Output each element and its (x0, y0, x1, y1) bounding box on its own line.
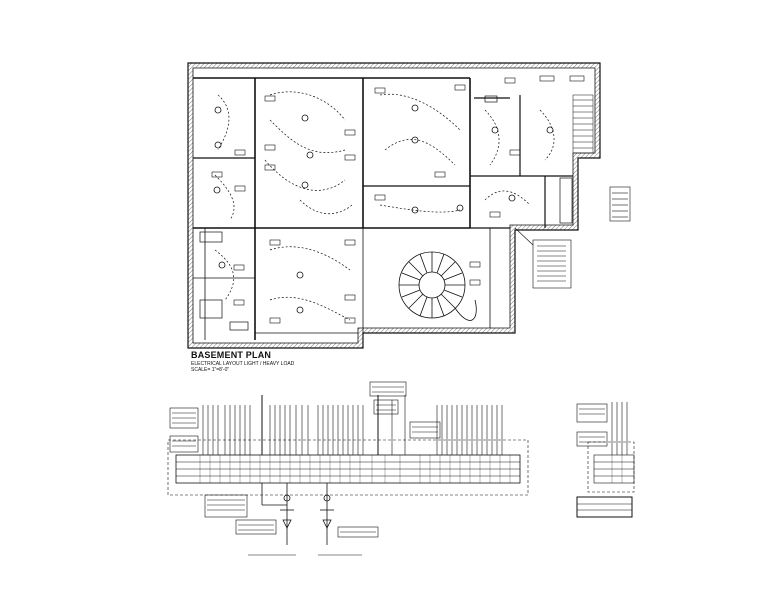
plan-title: BASEMENT PLAN (191, 350, 272, 360)
panel-icon (199, 95, 573, 331)
feeder-note-top (369, 381, 441, 439)
side-stair (572, 94, 594, 154)
light-fixture-icon (213, 104, 554, 314)
outgoing-circuits (202, 395, 503, 455)
feeder-labels-bottom (204, 494, 379, 556)
stair-spiral-icon (398, 251, 477, 321)
plan-subtitle: ELECTRICAL LAYOUT LIGHT / HEAVY LOAD (191, 361, 295, 367)
circuit-tags (211, 75, 585, 324)
feeder-note-left (169, 407, 199, 453)
inner-wall-face (192, 67, 596, 344)
distribution-board-diagram (167, 381, 635, 556)
plan-scale: SCALE= 1"=8'-0" (191, 367, 230, 373)
plan-title-block: BASEMENT PLAN ELECTRICAL LAYOUT LIGHT / … (191, 350, 294, 373)
floor-plan (187, 62, 631, 349)
schedule-right (576, 402, 635, 518)
side-note (609, 186, 631, 222)
bus-table-columns (199, 455, 511, 483)
callout-note (514, 227, 572, 289)
wiring-runs (214, 91, 555, 321)
incoming-feeders (261, 483, 334, 545)
